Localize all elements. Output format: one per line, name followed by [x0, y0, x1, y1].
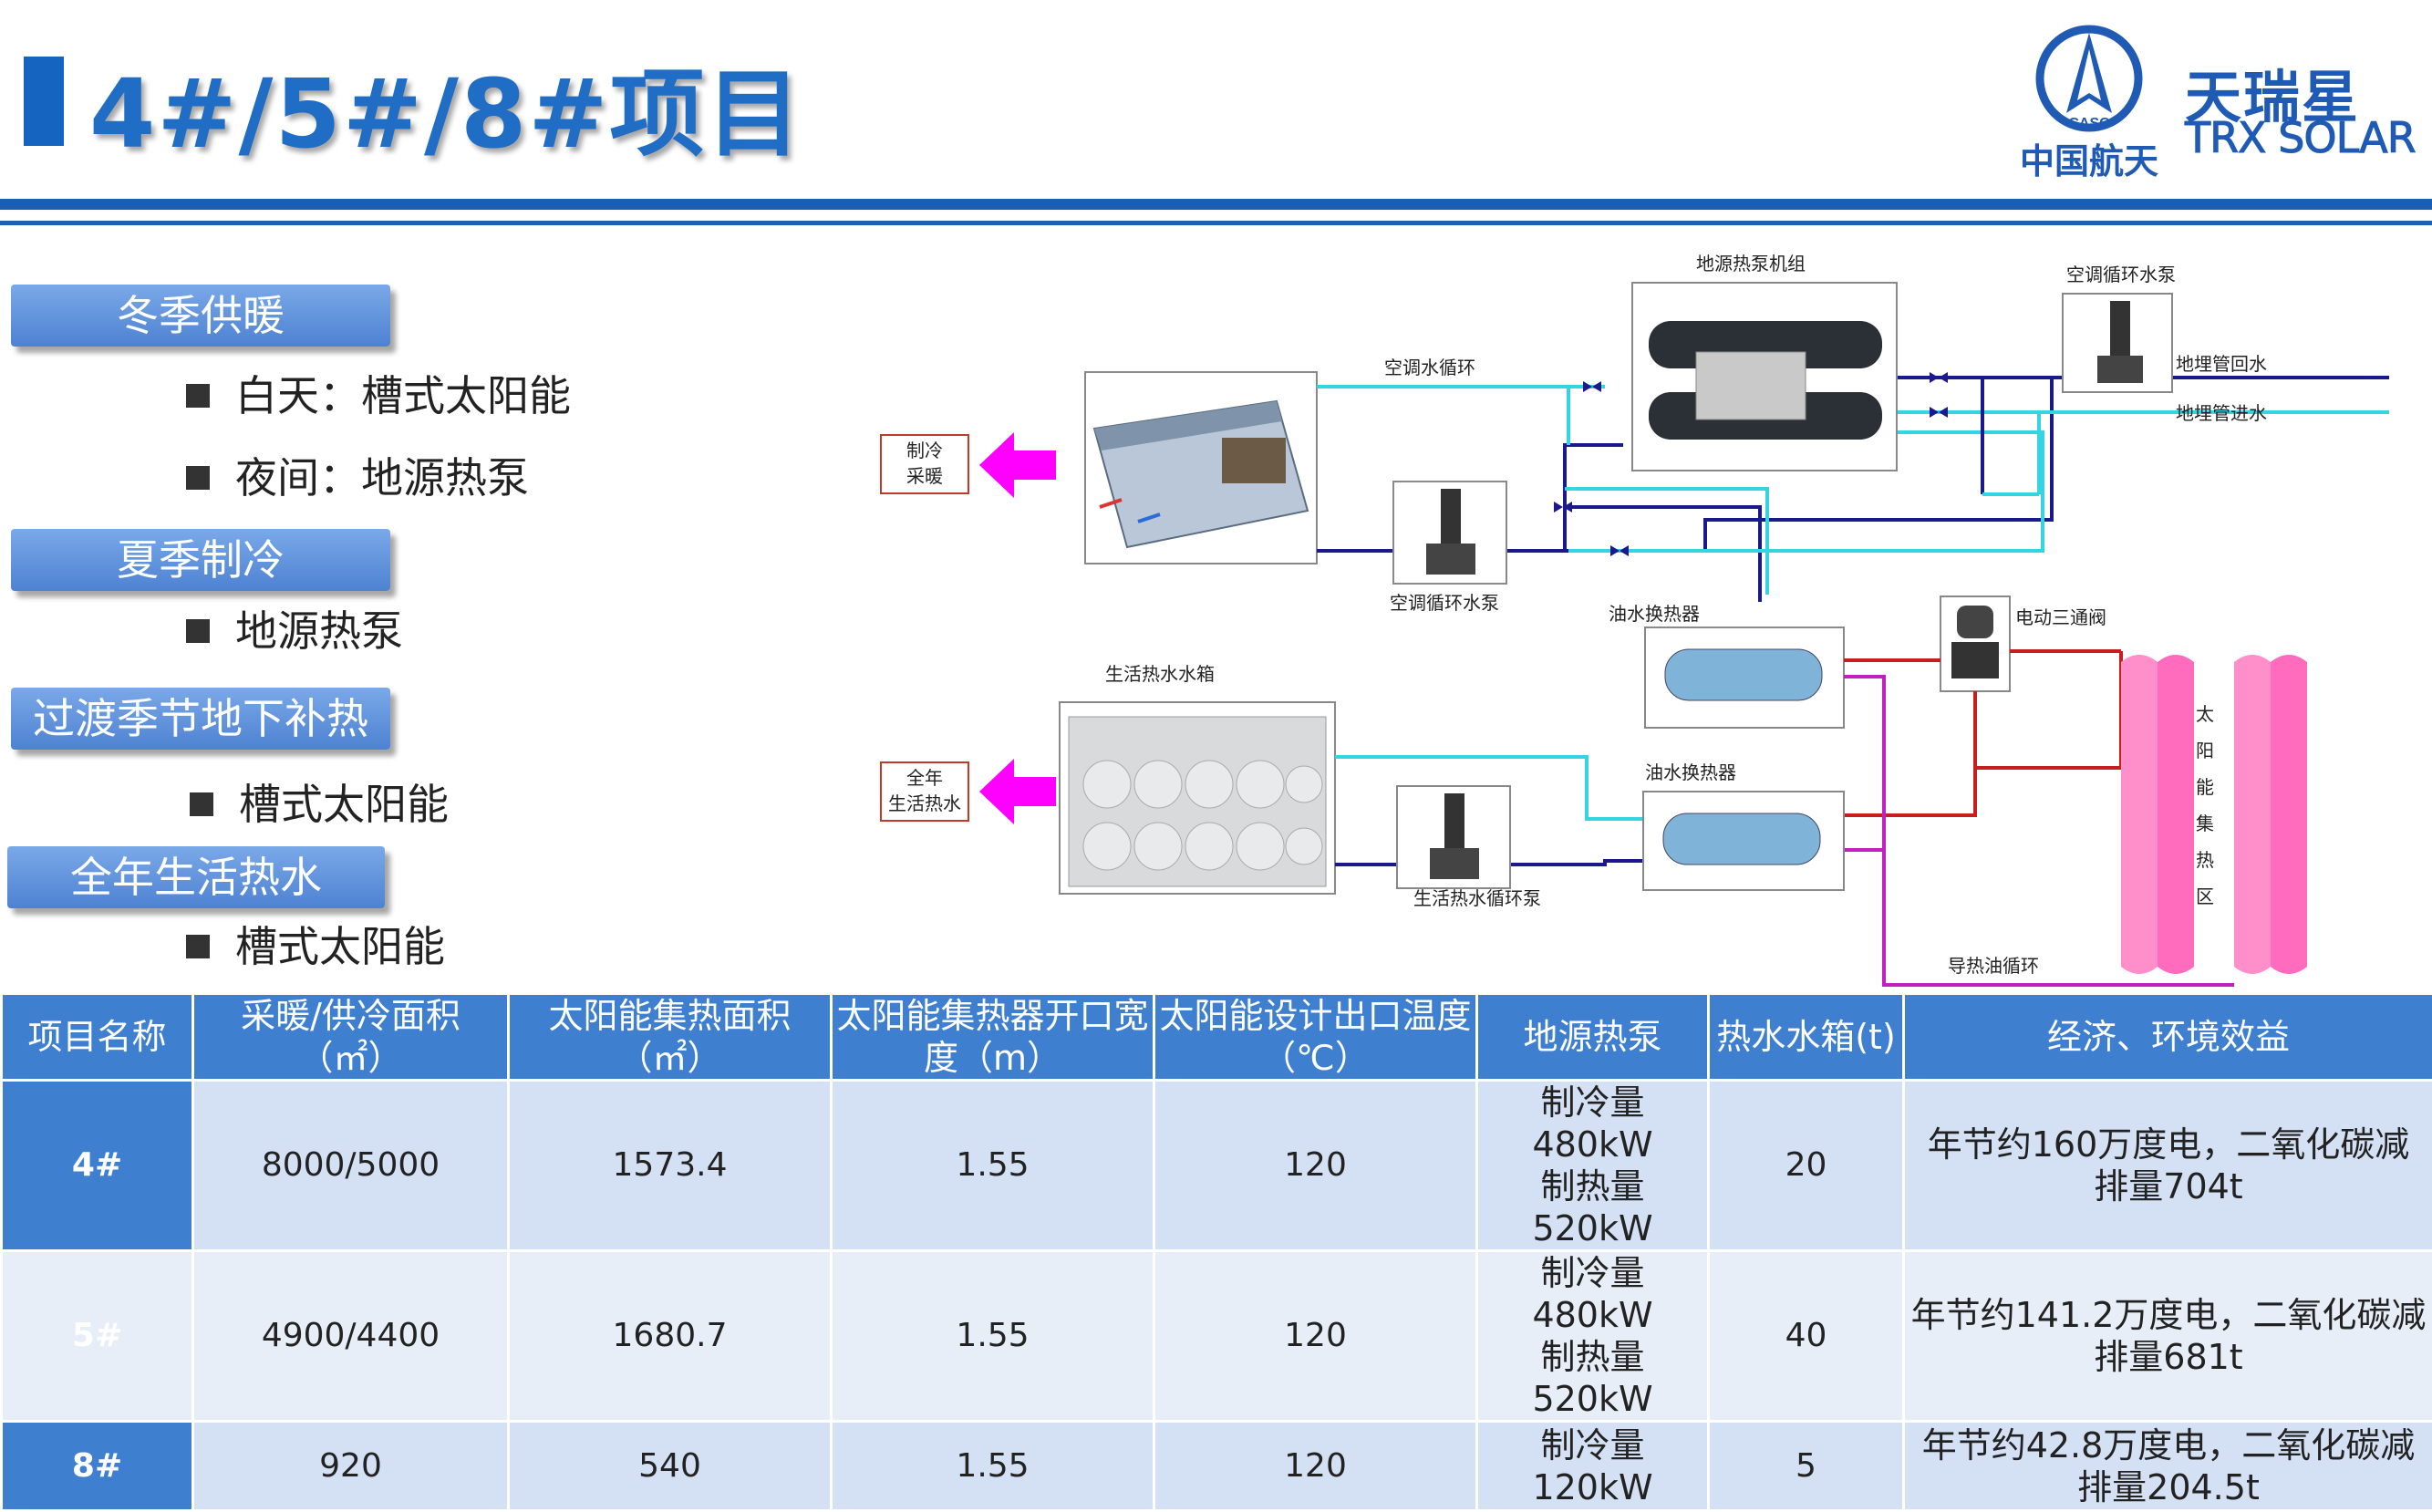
table-header-row: 项目名称 采暖/供冷面积（㎡） 太阳能集热面积（㎡） 太阳能集热器开口宽度（m）…: [2, 994, 2432, 1081]
dhw-pump-label: 生活热水循环泵: [1413, 887, 1541, 909]
oil-hx-2-label: 油水换热器: [1645, 761, 1736, 783]
arrow-left-icon: [979, 759, 1056, 824]
oil-hx-1-label: 油水换热器: [1609, 603, 1700, 625]
cell-line: 制冷量480kW: [1484, 1082, 1702, 1165]
page-title: 4#/5#/8#项目: [89, 36, 802, 174]
table-cell: 120: [1154, 1081, 1477, 1251]
benefit-cell: 年节约42.8万度电，二氧化碳减排量204.5t: [1904, 1422, 2432, 1511]
list-item-text: 夜间：地源热泵: [235, 453, 529, 502]
season-label-transition: 过渡季节地下补热: [11, 688, 390, 750]
table-cell: 120: [1154, 1422, 1477, 1511]
list-item-text: 白天：槽式太阳能: [235, 371, 571, 420]
valve-label: 电动三通阀: [2015, 606, 2106, 628]
ac-circulation-label: 空调水循环: [1384, 357, 1475, 378]
list-item: 槽式太阳能: [190, 777, 449, 832]
arrow-left-icon: [979, 432, 1056, 498]
casc-logo-text: 中国航天: [2020, 133, 2158, 183]
ac-pump-top-label: 空调循环水泵: [2066, 264, 2176, 285]
column-header: 采暖/供冷面积（㎡）: [193, 994, 509, 1081]
ac-pump-mid-label: 空调循环水泵: [1390, 592, 1499, 614]
column-header: 地源热泵: [1477, 994, 1709, 1081]
table-cell: 1.55: [832, 1251, 1154, 1422]
table-cell: 5: [1709, 1422, 1904, 1511]
output-dhw-label: 生活热水: [888, 792, 961, 814]
system-diagram: 制冷 采暖 全年 生活热水 地源热泵机组 空调水循环 空调循环水泵 地埋管回水: [866, 237, 2426, 994]
column-header: 热水水箱(t): [1709, 994, 1904, 1081]
column-header: 太阳能设计出口温度（℃）: [1154, 994, 1477, 1081]
project-name-cell: 8#: [2, 1422, 193, 1511]
bullet-square-icon: [186, 466, 210, 490]
output-year-label: 全年: [906, 767, 943, 789]
list-item-text: 槽式太阳能: [239, 780, 449, 829]
output-heat-label: 采暖: [906, 465, 943, 487]
table-cell: 120: [1154, 1251, 1477, 1422]
table-cell: 8000/5000: [193, 1081, 509, 1251]
ground-inlet-label: 地埋管进水: [2176, 402, 2267, 424]
cell-line: 制冷量480kW: [1484, 1252, 1702, 1336]
season-label-hot-water: 全年生活热水: [7, 846, 385, 908]
hot-water-tank-label: 生活热水水箱: [1105, 663, 1215, 685]
table-cell: 1.55: [832, 1422, 1154, 1511]
table-cell: 20: [1709, 1081, 1904, 1251]
table-cell: 1.55: [832, 1081, 1154, 1251]
header-divider-thin: [0, 221, 2432, 225]
solar-field-char: 集: [2196, 813, 2214, 834]
project-name-cell: 4#: [2, 1081, 193, 1251]
project-table: 项目名称 采暖/供冷面积（㎡） 太阳能集热面积（㎡） 太阳能集热器开口宽度（m）…: [0, 992, 2432, 1512]
season-label-summer: 夏季制冷: [11, 529, 390, 591]
heat-pump-label: 地源热泵机组: [1696, 253, 1806, 274]
table-row: 8# 920 540 1.55 120 制冷量120kW 5 年节约42.8万度…: [2, 1422, 2432, 1511]
table-cell: 40: [1709, 1251, 1904, 1422]
title-accent-bar: [24, 57, 64, 146]
bullet-square-icon: [186, 619, 210, 643]
column-header: 太阳能集热面积（㎡）: [509, 994, 832, 1081]
benefit-cell: 年节约160万度电，二氧化碳减排量704t: [1904, 1081, 2432, 1251]
list-item-text: 槽式太阳能: [235, 922, 445, 971]
trx-logo-en: TRX SOLAR: [2185, 113, 2416, 162]
casc-badge-text: CASC: [2068, 116, 2110, 131]
season-label-winter: 冬季供暖: [11, 285, 390, 347]
output-cool-label: 制冷: [906, 440, 943, 461]
cell-line: 制热量520kW: [1484, 1336, 1702, 1420]
solar-field-char: 区: [2196, 885, 2214, 907]
bullet-square-icon: [186, 935, 210, 958]
table-cell: 540: [509, 1422, 832, 1511]
solar-field-char: 能: [2196, 776, 2214, 798]
list-item-text: 地源热泵: [235, 606, 403, 656]
bullet-square-icon: [190, 792, 213, 816]
list-item: 槽式太阳能: [186, 919, 445, 974]
solar-field-char: 热: [2196, 849, 2214, 871]
column-header: 太阳能集热器开口宽度（m）: [832, 994, 1154, 1081]
cell-line: 制热量520kW: [1484, 1165, 1702, 1249]
column-header: 经济、环境效益: [1904, 994, 2432, 1081]
table-cell: 1573.4: [509, 1081, 832, 1251]
header-divider-thick: [0, 199, 2432, 210]
table-cell: 4900/4400: [193, 1251, 509, 1422]
oil-loop-label: 导热油循环: [1948, 955, 2039, 977]
bullet-square-icon: [186, 384, 210, 408]
list-item: 地源热泵: [186, 604, 403, 658]
table-cell: 920: [193, 1422, 509, 1511]
solar-field-char: 阳: [2196, 740, 2214, 761]
benefit-cell: 年节约141.2万度电，二氧化碳减排量681t: [1904, 1251, 2432, 1422]
casc-logo-icon: CASC: [2030, 22, 2148, 140]
project-name-cell: 5#: [2, 1251, 193, 1422]
column-header: 项目名称: [2, 994, 193, 1081]
heat-pump-cell: 制冷量120kW: [1477, 1422, 1709, 1511]
solar-collector-field: 太 阳 能 集 热 区: [2121, 655, 2307, 974]
list-item: 夜间：地源热泵: [186, 450, 529, 505]
list-item: 白天：槽式太阳能: [186, 368, 571, 423]
ground-return-label: 地埋管回水: [2176, 353, 2267, 375]
table-cell: 1680.7: [509, 1251, 832, 1422]
solar-field-char: 太: [2196, 703, 2214, 725]
